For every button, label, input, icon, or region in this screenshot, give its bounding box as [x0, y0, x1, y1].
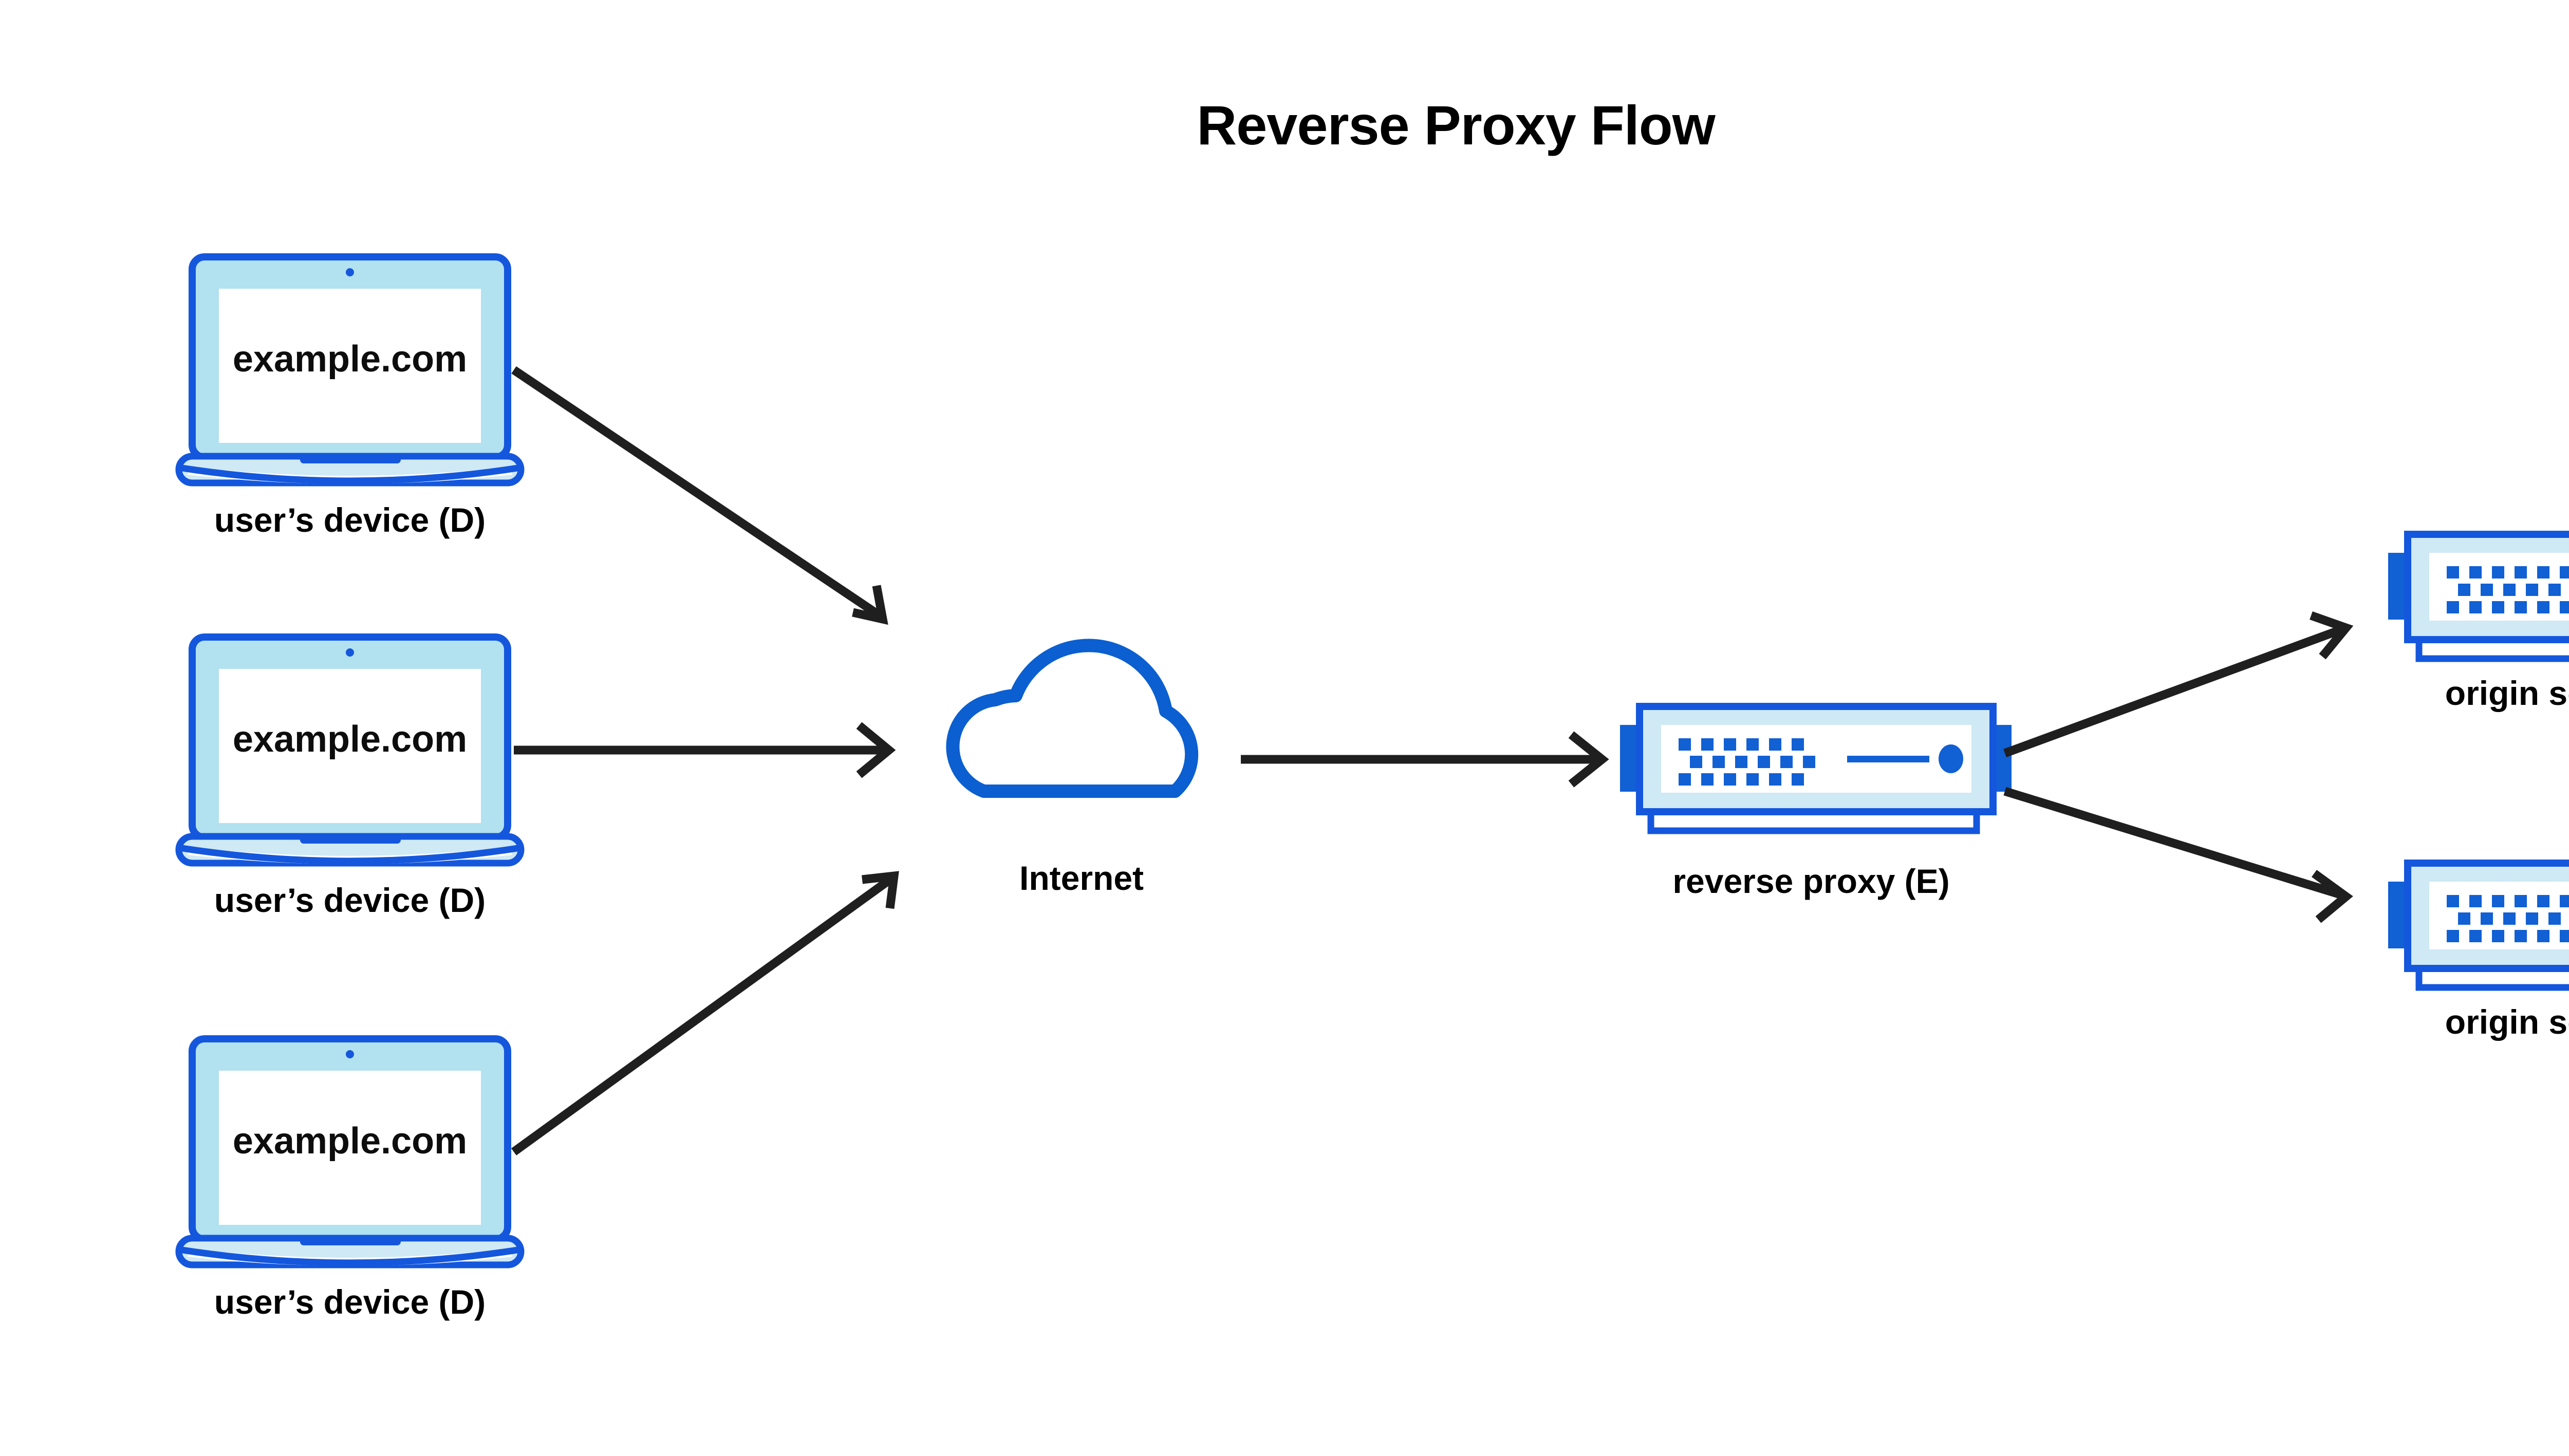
label-origin-bottom: origin server (F) [2445, 1003, 2569, 1041]
label-origin-top: origin server (F) [2445, 674, 2569, 712]
label-client-middle: user’s device (D) [214, 881, 486, 919]
label-internet: Internet [1019, 859, 1144, 897]
arrow-internet-to-proxy [1241, 731, 1609, 788]
arrow-proxy-to-origin-top [2003, 611, 2354, 757]
arrow-client-top-to-internet [511, 366, 888, 625]
laptop-screen-text: example.com [232, 1121, 468, 1162]
laptop-screen-text: example.com [232, 719, 468, 760]
label-client-top: user’s device (D) [214, 501, 486, 539]
page-title: Reverse Proxy Flow [1197, 94, 1715, 156]
label-client-bottom: user’s device (D) [214, 1283, 486, 1321]
arrow-client-bottom-to-internet [511, 871, 899, 1155]
laptop-screen-text: example.com [232, 339, 468, 380]
label-reverse-proxy: reverse proxy (E) [1672, 862, 1950, 900]
server-icon-reverse-proxy [1620, 706, 2012, 831]
cloud-icon-internet [953, 645, 1192, 791]
arrow-client-middle-to-internet [514, 722, 896, 778]
server-icon-origin-bottom [2388, 863, 2569, 987]
server-icon-origin-top [2388, 534, 2569, 659]
arrow-proxy-to-origin-bottom [2003, 787, 2353, 923]
